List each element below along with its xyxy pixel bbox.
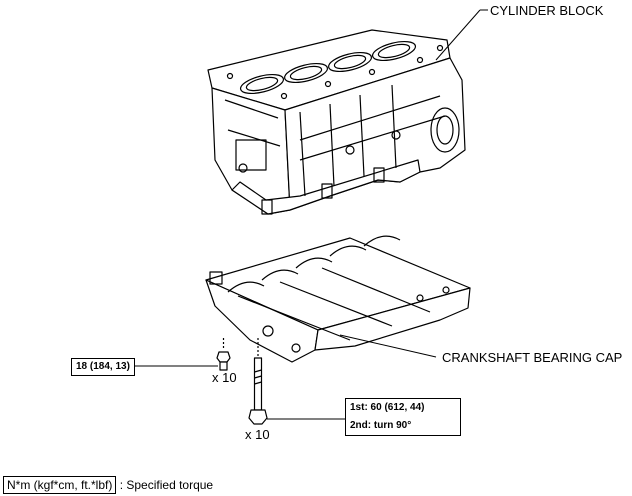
long-bolt-illustration (248, 338, 268, 425)
legend-unit-box: N*m (kgf*cm, ft.*lbf) (3, 476, 117, 494)
torque-legend: N*m (kgf*cm, ft.*lbf) : Specified torque (3, 476, 213, 494)
label-crankshaft-bearing-cap: CRANKSHAFT BEARING CAP (442, 350, 623, 365)
cylinder-block-illustration (207, 29, 466, 215)
small-bolt-illustration (216, 338, 231, 371)
label-cylinder-block: CYLINDER BLOCK (490, 3, 604, 18)
crankshaft-bearing-cap-illustration (205, 235, 471, 363)
torque-spec-long-bolt: 1st: 60 (612, 44) 2nd: turn 90° (345, 398, 461, 436)
torque-step-first: 1st: 60 (612, 44) (350, 402, 425, 413)
torque-step-second: 2nd: turn 90° (350, 420, 412, 431)
quantity-small-bolt: x 10 (212, 370, 237, 385)
torque-spec-small-bolt: 18 (184, 13) (71, 358, 135, 376)
leader-lines (134, 9, 488, 420)
legend-description: : Specified torque (119, 478, 214, 492)
quantity-long-bolt: x 10 (245, 427, 270, 442)
